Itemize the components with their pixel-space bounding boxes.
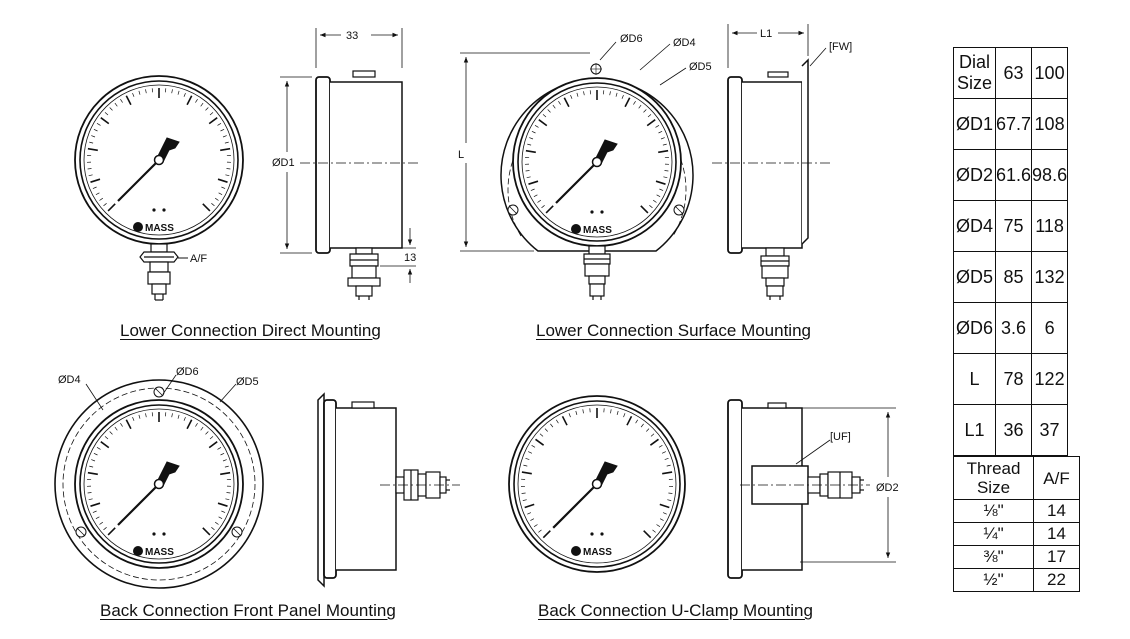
table-cell: 22 (1033, 568, 1080, 592)
table-cell: ⅛" (953, 499, 1034, 523)
gauge-side-uclamp (727, 399, 896, 579)
gauge-side-surface (712, 24, 830, 300)
table-cell: 118 (1031, 200, 1069, 252)
gauge-side-panel (317, 392, 460, 588)
caption-lower-surface: Lower Connection Surface Mounting (536, 321, 811, 340)
label-l: L (458, 149, 464, 161)
table-cell: 14 (1033, 522, 1080, 546)
gauge-front-direct: MASS A/F (74, 75, 244, 301)
table-cell: 14 (1033, 499, 1080, 523)
table-header-cell: A/F (1033, 456, 1080, 500)
table-cell: Dial Size (953, 47, 996, 99)
brand-logo-text: MASS (145, 223, 174, 234)
label-fw: [FW] (829, 41, 852, 53)
table-cell: ØD6 (953, 302, 996, 354)
gauge-front-surface: MASS (460, 41, 694, 300)
table-cell: ØD2 (953, 149, 996, 201)
label-d5-surface: ØD5 (689, 61, 712, 73)
table-cell: 17 (1033, 545, 1080, 569)
gauge-dial-1: MASS (74, 75, 244, 245)
gauge-side-direct (280, 28, 420, 300)
brand-logo-text: MASS (583, 225, 612, 236)
gauge-front-panel: MASS (54, 374, 264, 589)
table-cell: 132 (1031, 251, 1069, 303)
table-cell: 108 (1031, 98, 1069, 150)
table-row: ⅜"17 (953, 545, 1080, 569)
table-cell: 122 (1031, 353, 1069, 405)
label-d2: ØD2 (876, 482, 899, 494)
table-cell: ½" (953, 568, 1034, 592)
bottom-connector-2 (583, 245, 611, 300)
label-d4-surface: ØD4 (673, 37, 696, 49)
table-cell: 100 (1031, 47, 1069, 99)
table-cell: ØD5 (953, 251, 996, 303)
table-cell: 98.6 (1031, 149, 1069, 201)
table-cell: 63 (994, 47, 1033, 99)
table-header-cell: Thread Size (953, 456, 1034, 500)
caption-lower-direct: Lower Connection Direct Mounting (120, 321, 381, 340)
label-l1: L1 (760, 28, 772, 40)
gauge-dial-4: MASS (508, 395, 686, 573)
caption-back-uclamp: Back Connection U-Clamp Mounting (538, 601, 813, 620)
table-row: ⅛"14 (953, 499, 1080, 523)
table-cell: ⅜" (953, 545, 1034, 569)
gauge-dial-2: MASS (512, 77, 682, 247)
label-d4-panel: ØD4 (58, 374, 81, 386)
label-af: A/F (190, 253, 207, 265)
dim-thread-label: 13 (404, 252, 416, 264)
table-cell: 78 (994, 353, 1033, 405)
table-cell: 3.6 (994, 302, 1033, 354)
table-cell: 36 (994, 404, 1033, 456)
label-d6-panel: ØD6 (176, 366, 199, 378)
dim-width-label: 33 (346, 30, 358, 42)
table-cell: 61.6 (994, 149, 1033, 201)
table-cell: L (953, 353, 996, 405)
table-cell: 75 (994, 200, 1033, 252)
brand-logo-text: MASS (145, 547, 174, 558)
gauge-dial-3: MASS (54, 379, 264, 589)
table-cell: 37 (1031, 404, 1069, 456)
label-uf: [UF] (830, 431, 851, 443)
table-cell: L1 (953, 404, 996, 456)
label-d1: ØD1 (272, 157, 295, 169)
table-cell: 6 (1031, 302, 1069, 354)
caption-back-front-panel: Back Connection Front Panel Mounting (100, 601, 396, 620)
table-cell: ØD1 (953, 98, 996, 150)
table-row: ½"22 (953, 568, 1080, 592)
table-cell: 85 (994, 251, 1033, 303)
table-row: ¼"14 (953, 522, 1080, 546)
label-d6-surface: ØD6 (620, 33, 643, 45)
gauge-front-uclamp: MASS (508, 395, 686, 573)
label-d5-panel: ØD5 (236, 376, 259, 388)
table-cell: ØD4 (953, 200, 996, 252)
brand-logo-text: MASS (583, 547, 612, 558)
table-cell: ¼" (953, 522, 1034, 546)
bottom-connector-1 (139, 243, 179, 301)
table-cell: 67.7 (994, 98, 1033, 150)
